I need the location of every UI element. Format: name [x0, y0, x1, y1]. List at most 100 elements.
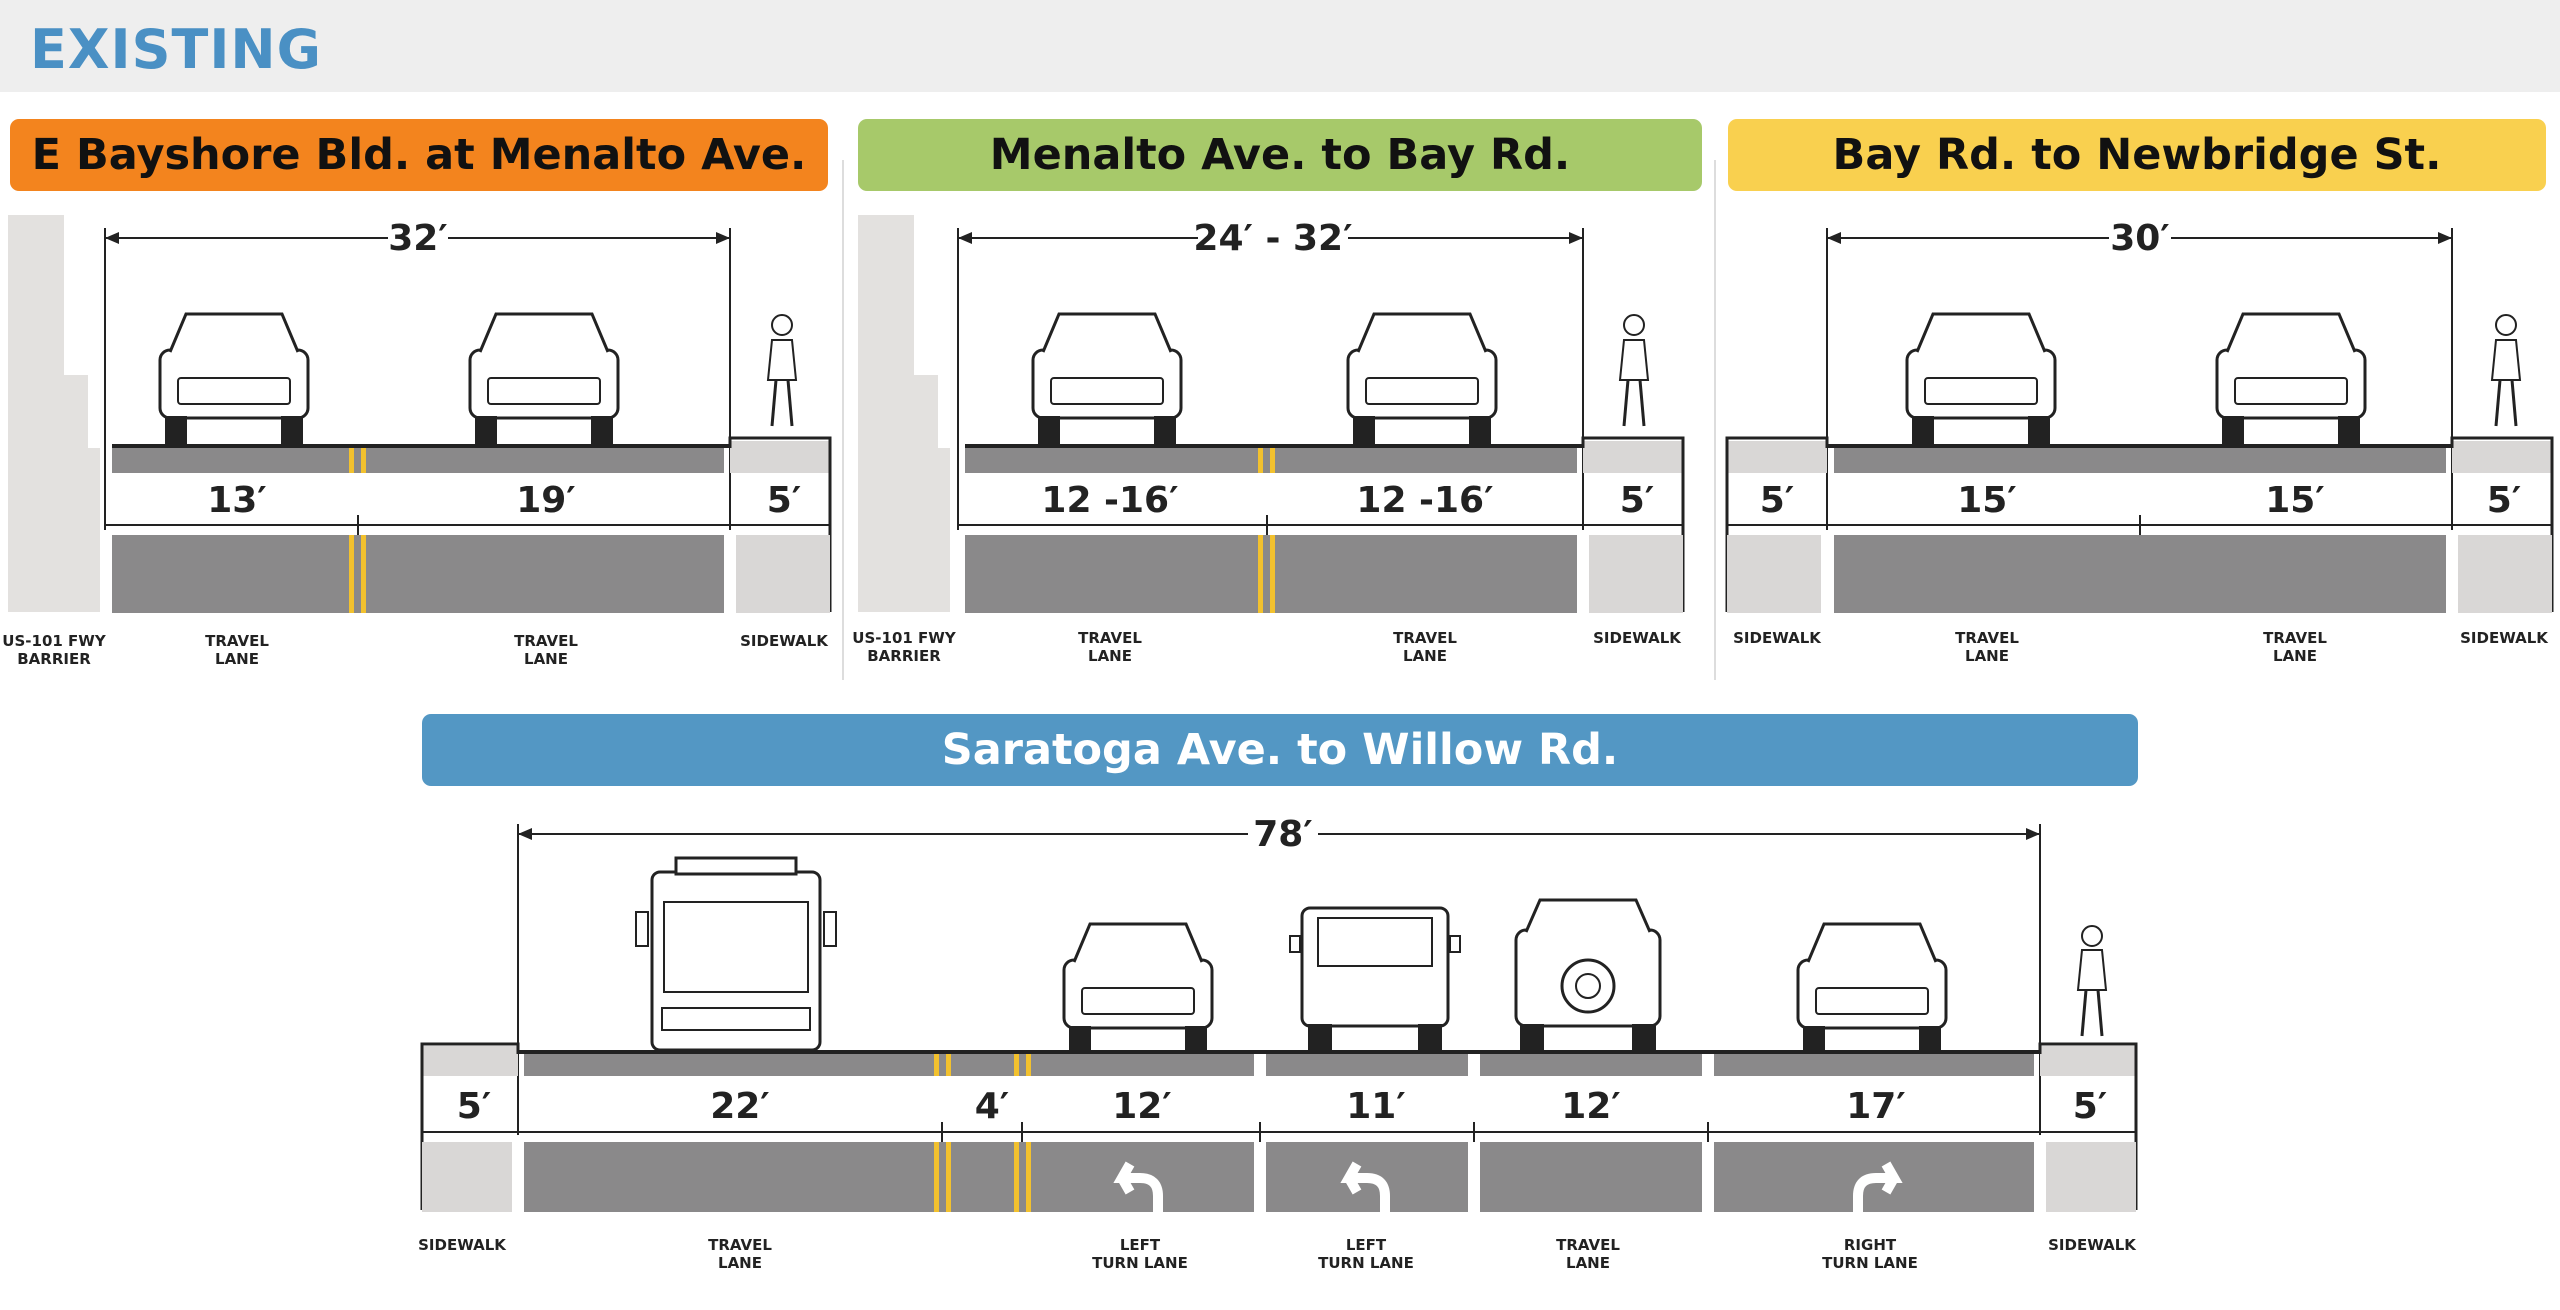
center-line [1026, 1054, 1031, 1076]
dimension-label: 12 -16′ [1356, 480, 1493, 521]
pedestrian-icon [766, 314, 798, 427]
center-line [1270, 448, 1275, 473]
car-icon [1062, 922, 1214, 1052]
road-surface [112, 448, 724, 473]
right-turn-arrow-icon [1853, 1161, 1903, 1220]
section-title-menalto-bay: Menalto Ave. to Bay Rd. [858, 119, 1702, 191]
center-line [1014, 1054, 1019, 1076]
car-icon [1031, 312, 1183, 444]
svg-text:SIDEWALK: SIDEWALK [1593, 629, 1682, 647]
sidewalk-label: SIDEWALK [1593, 629, 1682, 647]
sidewalk-label: SIDEWALK [418, 1236, 507, 1254]
road-surface [1834, 448, 2446, 473]
total-width-label: 24′ - 32′ [1193, 218, 1352, 259]
sidewalk-surface [1727, 441, 1827, 473]
barrier-label: BARRIER [17, 650, 91, 668]
dimension-label: 5′ [2487, 480, 2522, 521]
center-line [349, 535, 354, 613]
lane-label: LANE [1403, 647, 1447, 665]
section-title-e-bayshore: E Bayshore Bld. at Menalto Ave. [10, 119, 828, 191]
svg-text:SIDEWALK: SIDEWALK [2048, 1236, 2137, 1254]
svg-text:SIDEWALK: SIDEWALK [740, 632, 829, 650]
freeway-barrier [858, 215, 950, 612]
pedestrian-icon [2490, 314, 2522, 427]
svg-text:SIDEWALK: SIDEWALK [2460, 629, 2549, 647]
freeway-barrier [8, 215, 100, 612]
sidewalk-label: SIDEWALK [2460, 629, 2549, 647]
car-icon [1796, 922, 1948, 1052]
center-line [1258, 535, 1263, 613]
dimension-label: 13′ [207, 480, 267, 521]
center-line [349, 448, 354, 473]
left-turn-arrow-icon [1340, 1161, 1390, 1220]
center-line [1026, 1142, 1031, 1212]
center-line [946, 1054, 951, 1076]
road-surface [1266, 1054, 1468, 1076]
total-width-label: 78′ [1253, 814, 1313, 855]
lane-label: TRAVEL [1556, 1236, 1620, 1254]
lane-label: TRAVEL [708, 1236, 772, 1254]
sidewalk-plan [736, 535, 830, 613]
total-width-label: 30′ [2110, 218, 2170, 259]
dimension-label: 15′ [1957, 480, 2017, 521]
dimension-label: 4′ [975, 1086, 1010, 1127]
sidewalk-plan [2046, 1142, 2136, 1212]
road-surface [524, 1054, 1254, 1076]
dimension-label: 12 -16′ [1041, 480, 1178, 521]
center-line [1270, 535, 1275, 613]
car-icon [468, 312, 620, 444]
sidewalk-plan [2458, 535, 2552, 613]
lane-label: LANE [215, 650, 259, 668]
barrier-label: US-101 FWY [852, 629, 957, 647]
lane-label: TRAVEL [2263, 629, 2327, 647]
sidewalk-label: SIDEWALK [740, 632, 829, 650]
dimension-label: 12′ [1561, 1086, 1621, 1127]
lane-label: TURN LANE [1318, 1254, 1414, 1272]
cross-section-saratoga-willow: 78′ [418, 812, 2138, 1272]
bus-icon [635, 856, 837, 1052]
car-icon [1346, 312, 1498, 444]
dimension-label: 22′ [710, 1086, 770, 1127]
section-divider [1714, 160, 1716, 680]
center-line [934, 1054, 939, 1076]
svg-text:SIDEWALK: SIDEWALK [418, 1236, 507, 1254]
sidewalk-surface [2040, 1046, 2136, 1076]
road-surface [1714, 1054, 2034, 1076]
dimension-label: 5′ [457, 1086, 492, 1127]
overall-width-dimension: 24′ - 32′ [957, 215, 1584, 530]
svg-text:SIDEWALK: SIDEWALK [1733, 629, 1822, 647]
center-line [946, 1142, 951, 1212]
dimension-label: 17′ [1846, 1086, 1906, 1127]
lane-label: LANE [718, 1254, 762, 1272]
sidewalk-surface [422, 1046, 518, 1076]
dimension-label: 5′ [2073, 1086, 2108, 1127]
header-bar [0, 0, 2560, 92]
lane-label: TRAVEL [1955, 629, 2019, 647]
barrier-label: US-101 FWY [2, 632, 107, 650]
sidewalk-surface [2452, 441, 2552, 473]
sidewalk-plan [1727, 535, 1821, 613]
section-title-bay-newbridge: Bay Rd. to Newbridge St. [1728, 119, 2546, 191]
page-title: EXISTING [30, 18, 322, 81]
pedestrian-icon [2076, 925, 2108, 1037]
pedestrian-icon [1618, 314, 1650, 427]
center-line [361, 535, 366, 613]
dimension-label: 5′ [767, 480, 802, 521]
center-line [361, 448, 366, 473]
sidewalk-label: SIDEWALK [2048, 1236, 2137, 1254]
lane-label: TURN LANE [1822, 1254, 1918, 1272]
dimension-label: 15′ [2265, 480, 2325, 521]
sidewalk-label: SIDEWALK [1733, 629, 1822, 647]
sidewalk-surface [730, 441, 830, 473]
